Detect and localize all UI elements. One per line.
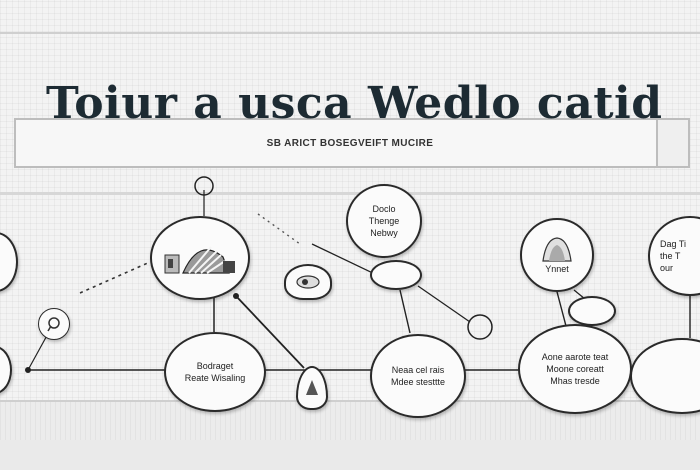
bottom-band	[0, 440, 700, 470]
top-frame-line	[0, 32, 700, 34]
right-top-bubble: Ynnet	[520, 218, 594, 292]
top-bubble-line2: Thenge	[368, 216, 400, 226]
top-bubble-tail	[370, 260, 422, 290]
bottom-mid-line2: Mdee stesttte	[390, 377, 446, 387]
dotted-link-left	[79, 261, 151, 294]
pin-glyph-icon	[47, 317, 60, 332]
section-divider	[0, 192, 700, 195]
top-bubble-line1: Doclo	[372, 204, 396, 214]
bottom-mid-node: Neaa cel rais Mdee stesttte	[370, 334, 466, 418]
right-top-bubble-label: Ynnet	[545, 264, 569, 274]
eye-marker-icon	[284, 264, 332, 300]
link-bubble-to-loop	[417, 285, 471, 323]
link-right-top-to-bottom	[555, 287, 567, 327]
page-subtitle: SB ARICT BOSEGVEIFT MUCIRE	[266, 138, 434, 149]
bottom-right-line2: Moone coreatt	[546, 364, 604, 374]
top-speech-bubble: Doclo Thenge Nebwy	[346, 184, 422, 258]
bottom-mid-line1: Neaa cel rais	[391, 365, 445, 375]
bottom-right-node: Aone aarote teat Moone coreatt Mhas tres…	[518, 324, 632, 414]
link-loop-small	[467, 314, 493, 340]
right-bubble-image-icon	[542, 237, 572, 262]
teardrop-glyph-icon	[306, 380, 318, 395]
hub-node	[150, 216, 250, 300]
bottom-left-line1: Bodraget	[196, 361, 234, 371]
right-side-bubble	[568, 296, 616, 326]
bottom-left-node: Bodraget Reate Wisaling	[164, 332, 266, 412]
link-bubble-to-bottom-mid	[399, 289, 411, 334]
hub-illustration-icon	[164, 246, 235, 274]
bottom-right-line1: Aone aarote teat	[541, 352, 609, 362]
eye-glyph-icon	[296, 275, 320, 289]
banner-end-cap	[656, 118, 690, 168]
pin-icon	[38, 308, 70, 340]
far-right-line2: the T	[660, 251, 681, 261]
title-banner	[14, 118, 690, 168]
link-hub-dot	[233, 293, 239, 299]
bottom-far-right-node	[630, 338, 700, 414]
far-right-line1: Dag Ti	[660, 239, 687, 249]
bottom-right-line3: Mhas tresde	[550, 376, 600, 386]
page-title: Toiur a usca Wedlo catid	[46, 78, 663, 129]
top-bubble-line3: Nebwy	[370, 228, 398, 238]
link-hub-to-marker	[235, 295, 305, 369]
dotted-link-center	[257, 213, 301, 245]
bottom-left-line2: Reate Wisaling	[184, 373, 246, 383]
top-loop	[194, 176, 214, 196]
teardrop-marker-icon	[296, 366, 328, 410]
far-right-line3: our	[660, 263, 674, 273]
